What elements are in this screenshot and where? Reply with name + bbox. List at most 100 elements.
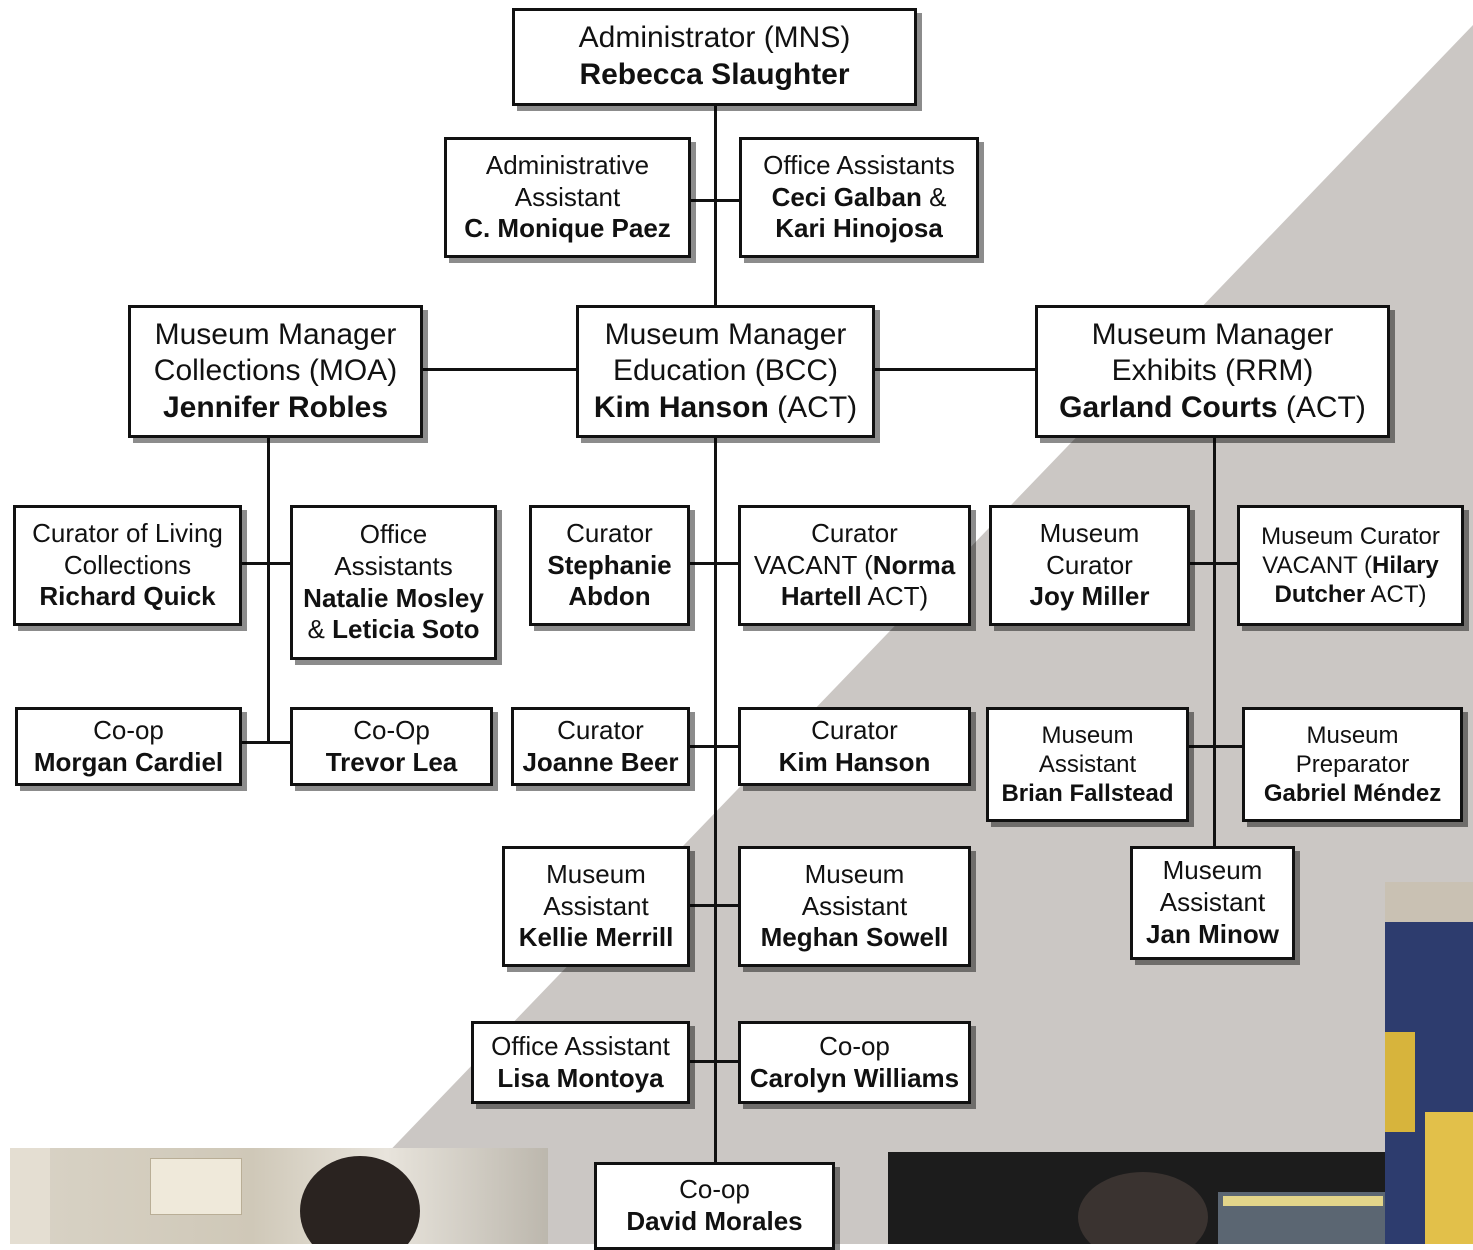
coop-morgan-name: Morgan Cardiel [33, 746, 224, 777]
curator-kim-name: Kim Hanson [778, 746, 931, 777]
manager-education-name: Kim Hanson [593, 390, 769, 424]
curator-stephanie-title: Curator [566, 517, 653, 548]
coop-trevor-title: Co-Op [353, 714, 430, 745]
connector-line [688, 745, 740, 748]
coop-david-name: David Morales [626, 1206, 803, 1236]
curator-vacant-norma-prefix: VACANT ( [753, 549, 873, 580]
curator-vacant-hilary-name2: Dutcher [1274, 581, 1366, 609]
connector-line [714, 105, 717, 310]
connector-line [1186, 745, 1244, 748]
connector-line [689, 199, 740, 202]
coop-david-box: Co-op David Morales [594, 1162, 835, 1250]
office-assistants-collections-name2: Leticia Soto [332, 614, 480, 645]
curator-vacant-hilary-title: Museum Curator [1261, 522, 1440, 550]
curator-stephanie-name2: Abdon [568, 581, 651, 612]
curator-vacant-norma-title: Curator [811, 517, 898, 548]
preparator-gabriel-title2: Preparator [1295, 750, 1410, 778]
curator-joy-title1: Museum [1039, 517, 1140, 548]
coop-carolyn-title: Co-op [819, 1030, 890, 1061]
coop-morgan-title: Co-op [93, 714, 164, 745]
office-assistants-top-box: Office Assistants Ceci Galban & Kari Hin… [739, 137, 979, 258]
admin-assistant-title2: Assistant [514, 181, 621, 212]
manager-exhibits-box: Museum Manager Exhibits (RRM) Garland Co… [1035, 305, 1390, 438]
curator-vacant-hilary-prefix: VACANT ( [1262, 551, 1373, 579]
assistant-meghan-name: Meghan Sowell [760, 922, 949, 953]
office-assistants-collections-amp: & [307, 614, 333, 645]
connector-line [688, 904, 740, 907]
assistant-brian-title2: Assistant [1038, 750, 1137, 778]
manager-collections-title2: Collections (MOA) [153, 354, 398, 388]
manager-education-suffix: (ACT) [768, 390, 858, 424]
manager-exhibits-title2: Exhibits (RRM) [1111, 354, 1314, 388]
manager-education-box: Museum Manager Education (BCC) Kim Hanso… [576, 305, 875, 438]
office-assistants-collections-title2: Assistants [334, 550, 453, 581]
curator-joanne-box: Curator Joanne Beer [511, 707, 690, 786]
manager-collections-box: Museum Manager Collections (MOA) Jennife… [128, 305, 423, 438]
connector-line [1213, 436, 1216, 848]
manager-exhibits-name: Garland Courts [1059, 390, 1278, 424]
manager-collections-title1: Museum Manager [154, 317, 397, 351]
assistant-kellie-box: Museum Assistant Kellie Merrill [502, 846, 690, 967]
curator-vacant-hilary-suffix: ACT) [1365, 581, 1427, 609]
connector-line [688, 1060, 740, 1063]
assistant-jan-title2: Assistant [1159, 887, 1266, 918]
office-assistants-top-title: Office Assistants [763, 149, 955, 180]
photo-right-edge [1385, 882, 1473, 1244]
preparator-gabriel-name: Gabriel Méndez [1263, 780, 1442, 808]
preparator-gabriel-title1: Museum [1306, 721, 1399, 749]
curator-living-title2: Collections [63, 549, 192, 580]
office-assistants-top-amp: & [921, 181, 947, 212]
manager-collections-name: Jennifer Robles [162, 390, 389, 424]
office-assistants-top-name2: Kari Hinojosa [775, 213, 943, 244]
assistant-kellie-title1: Museum [546, 858, 646, 889]
connector-line [714, 436, 717, 1164]
manager-exhibits-title1: Museum Manager [1091, 317, 1334, 351]
photo-bottom-left [10, 1148, 548, 1244]
curator-stephanie-name1: Stephanie [547, 549, 672, 580]
assistant-jan-box: Museum Assistant Jan Minow [1130, 846, 1295, 960]
connector-line [873, 368, 1036, 371]
office-assistants-collections-box: Office Assistants Natalie Mosley & Letic… [290, 505, 497, 660]
coop-trevor-name: Trevor Lea [325, 746, 458, 777]
administrator-title: Administrator (MNS) [578, 21, 851, 55]
administrator-name: Rebecca Slaughter [579, 58, 850, 91]
curator-vacant-hilary-box: Museum Curator VACANT (Hilary Dutcher AC… [1237, 505, 1464, 626]
assistant-brian-name: Brian Fallstead [1001, 780, 1174, 808]
assistant-brian-box: Museum Assistant Brian Fallstead [986, 707, 1189, 822]
curator-vacant-hilary-name1: Hilary [1372, 551, 1439, 579]
office-assistant-lisa-title: Office Assistant [491, 1030, 670, 1061]
curator-joy-name: Joy Miller [1029, 581, 1150, 612]
office-assistant-lisa-name: Lisa Montoya [497, 1062, 664, 1093]
assistant-jan-title1: Museum [1162, 855, 1263, 886]
assistant-meghan-title1: Museum [804, 858, 905, 889]
coop-carolyn-box: Co-op Carolyn Williams [738, 1021, 971, 1104]
preparator-gabriel-box: Museum Preparator Gabriel Méndez [1242, 707, 1463, 822]
assistant-meghan-title2: Assistant [801, 890, 908, 921]
curator-living-title1: Curator of Living [32, 517, 223, 548]
admin-assistant-title1: Administrative [485, 149, 650, 180]
curator-living-name: Richard Quick [39, 581, 216, 612]
admin-assistant-box: Administrative Assistant C. Monique Paez [444, 137, 691, 258]
curator-vacant-norma-box: Curator VACANT (Norma Hartell ACT) [738, 505, 971, 626]
curator-joanne-title: Curator [557, 714, 644, 745]
curator-kim-box: Curator Kim Hanson [738, 707, 971, 786]
coop-trevor-box: Co-Op Trevor Lea [290, 707, 493, 786]
curator-joanne-name: Joanne Beer [522, 746, 679, 777]
manager-education-title1: Museum Manager [604, 317, 847, 351]
manager-education-title2: Education (BCC) [612, 354, 839, 388]
assistant-kellie-title2: Assistant [543, 890, 649, 921]
curator-vacant-norma-name2: Hartell [780, 581, 862, 612]
curator-joy-box: Museum Curator Joy Miller [989, 505, 1190, 626]
manager-exhibits-suffix: (ACT) [1277, 390, 1366, 424]
coop-david-title: Co-op [679, 1174, 750, 1205]
coop-carolyn-name: Carolyn Williams [749, 1062, 960, 1093]
connector-line [688, 562, 740, 565]
curator-joy-title2: Curator [1046, 549, 1133, 580]
office-assistant-lisa-box: Office Assistant Lisa Montoya [471, 1021, 690, 1104]
assistant-brian-title1: Museum [1041, 721, 1134, 749]
administrator-box: Administrator (MNS) Rebecca Slaughter [512, 8, 917, 106]
assistant-kellie-name: Kellie Merrill [518, 922, 674, 953]
office-assistants-collections-title1: Office [359, 519, 428, 550]
coop-morgan-box: Co-op Morgan Cardiel [15, 707, 242, 786]
connector-line [421, 368, 578, 371]
